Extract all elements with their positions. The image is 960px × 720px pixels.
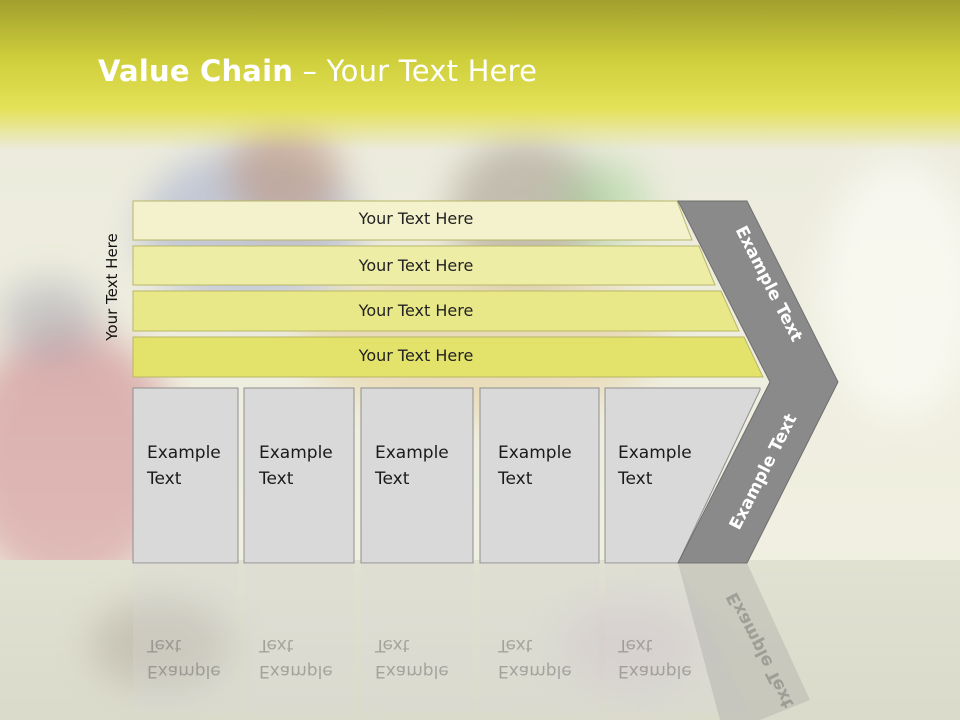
box-3-reflection: Example Text — [375, 632, 449, 684]
bar-3 — [132, 290, 740, 332]
box-3-reflection-line2: Text — [375, 635, 410, 655]
box-5 — [604, 387, 761, 564]
box-2-reflection: Example Text — [259, 632, 333, 684]
bar-1-label: Your Text Here — [358, 209, 474, 228]
box-1-line2: Text — [147, 469, 182, 489]
title-bold: Value Chain — [98, 54, 294, 88]
bar-2-label: Your Text Here — [358, 256, 474, 275]
box-3 — [360, 387, 474, 564]
slide-title: Value Chain – Your Text Here — [98, 54, 537, 88]
box-1-reflection-line1: Example — [147, 661, 221, 681]
box-5-line2: Text — [618, 469, 653, 489]
box-3-reflection-line1: Example — [375, 661, 449, 681]
box-4-line1: Example — [498, 443, 572, 463]
box-2-line2: Text — [259, 469, 294, 489]
box-5-reflection-line2: Text — [618, 635, 653, 655]
box-1-line1: Example — [147, 443, 221, 463]
box-3-line1: Example — [375, 443, 449, 463]
bar-1 — [132, 200, 693, 241]
bar-2 — [132, 245, 716, 286]
chevron-reflection — [678, 563, 810, 720]
title-rest: – Your Text Here — [293, 54, 538, 88]
box-4-reflection-line1: Example — [498, 661, 572, 681]
box-4 — [479, 387, 600, 564]
bar-4-label: Your Text Here — [358, 346, 474, 365]
box-1-reflection-line2: Text — [147, 635, 182, 655]
box-1-reflection: Example Text — [147, 632, 221, 684]
box-1 — [132, 387, 239, 564]
box-5-line1: Example — [618, 443, 692, 463]
box-5-reflection-line1: Example — [618, 661, 692, 681]
box-2-line1: Example — [259, 443, 333, 463]
box-2-reflection-line1: Example — [259, 661, 333, 681]
box-4-reflection: Example Text — [498, 632, 572, 684]
box-2-reflection-line2: Text — [259, 635, 294, 655]
boxes-reflection — [133, 563, 750, 713]
box-4-line2: Text — [498, 469, 533, 489]
bar-4 — [132, 336, 764, 378]
chevron-arrow — [677, 200, 839, 564]
bar-3-label: Your Text Here — [358, 301, 474, 320]
box-3-line2: Text — [375, 469, 410, 489]
box-2 — [243, 387, 355, 564]
box-4-reflection-line2: Text — [498, 635, 533, 655]
box-5-reflection: Example Text — [618, 632, 692, 684]
title-band — [0, 0, 960, 150]
